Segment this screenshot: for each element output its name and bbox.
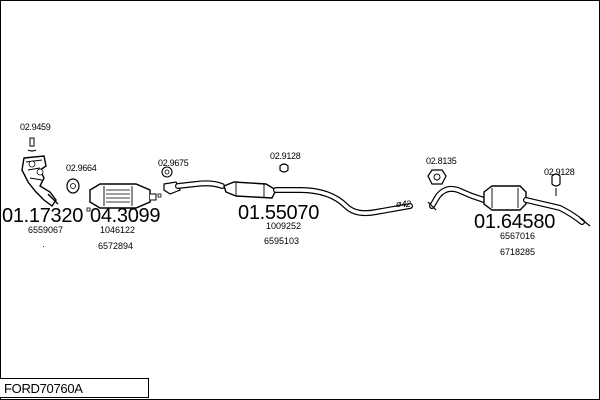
rear-silencer-part[interactable] (483, 185, 591, 227)
manifold-clamp-code: 02.9459 (20, 122, 51, 132)
rear-silencer-oem-2: 6718285 (500, 247, 536, 257)
rear-silencer-oem-1: 6567016 (500, 231, 536, 241)
rear-silencer-code: 01.64580 (474, 211, 556, 233)
front-pipe-code: 02.9675 (158, 158, 189, 168)
gasket-part[interactable] (66, 178, 91, 212)
exhaust-manifold-part[interactable] (21, 155, 59, 208)
manifold-clamp-part[interactable] (27, 137, 37, 152)
diagram-title: FORD70760A (4, 381, 83, 396)
rear-mount-part[interactable] (427, 169, 447, 185)
rear-hanger-part[interactable] (551, 173, 561, 196)
catalyst-code: 04.3099 (90, 205, 161, 227)
catalyst-oem-2: 6572894 (98, 241, 134, 251)
middle-silencer-oem-1: 1009252 (266, 221, 302, 231)
middle-hanger-part[interactable] (279, 163, 289, 173)
title-box: FORD70760A (0, 378, 149, 398)
catalytic-converter-part[interactable] (89, 183, 162, 209)
middle-silencer-part[interactable] (223, 181, 413, 217)
dot-mark: · (42, 241, 45, 251)
catalyst-oem-1: 1046122 (100, 225, 136, 235)
pipe-diameter-label: ø42 (396, 199, 411, 209)
middle-silencer-oem-2: 6595103 (264, 236, 300, 246)
manifold-code: 01.17320 (2, 205, 84, 227)
middle-silencer-code: 01.55070 (238, 202, 320, 224)
front-pipe-part[interactable] (161, 166, 225, 195)
gasket-code: 02.9664 (66, 163, 97, 173)
middle-hanger-code: 02.9128 (270, 151, 301, 161)
manifold-oem-1: 6559067 (28, 225, 64, 235)
rear-hanger-code: 02.9128 (544, 167, 575, 177)
rear-pipe-part[interactable] (427, 185, 487, 211)
rear-mount-code: 02.8135 (426, 156, 457, 166)
